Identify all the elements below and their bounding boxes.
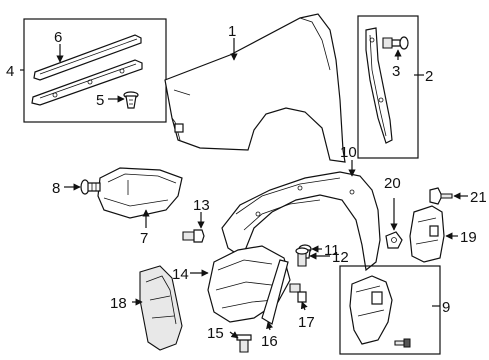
callout-21: 21 bbox=[470, 189, 487, 206]
callout-16: 16 bbox=[261, 333, 278, 350]
part-21-screw bbox=[429, 187, 453, 205]
callout-12: 12 bbox=[332, 249, 349, 266]
inset-box-support bbox=[339, 265, 441, 355]
callout-14: 14 bbox=[172, 266, 189, 283]
part-4-moulding-lower bbox=[31, 59, 143, 106]
part-6-moulding-upper bbox=[33, 34, 142, 81]
leader-lines bbox=[20, 38, 468, 339]
callout-7: 7 bbox=[140, 230, 148, 247]
callout-17: 17 bbox=[298, 314, 315, 331]
part-7-splash-shield bbox=[97, 167, 183, 219]
callout-20: 20 bbox=[384, 175, 401, 192]
part-1-fender bbox=[164, 13, 346, 163]
callout-1: 1 bbox=[228, 23, 236, 40]
callout-10: 10 bbox=[340, 144, 357, 161]
callout-8: 8 bbox=[52, 180, 60, 197]
callout-5: 5 bbox=[96, 92, 104, 109]
callout-6: 6 bbox=[54, 29, 62, 46]
part-9-bolt bbox=[394, 338, 411, 348]
part-8-clip bbox=[80, 179, 101, 195]
callout-18: 18 bbox=[110, 295, 127, 312]
part-18-mud-flap bbox=[139, 265, 183, 351]
part-9-support-bracket bbox=[349, 275, 393, 345]
callout-3: 3 bbox=[392, 63, 400, 80]
callout-19: 19 bbox=[460, 229, 477, 246]
callout-4: 4 bbox=[6, 63, 14, 80]
part-19-bracket bbox=[409, 205, 445, 263]
part-20-nut bbox=[385, 231, 403, 249]
part-17-bolt bbox=[289, 283, 307, 303]
callout-9: 9 bbox=[442, 299, 450, 316]
part-13-bolt bbox=[182, 229, 205, 243]
callout-13: 13 bbox=[193, 197, 210, 214]
inset-box-bracket bbox=[357, 15, 419, 159]
callout-15: 15 bbox=[207, 325, 224, 342]
part-5-clip bbox=[123, 91, 139, 109]
part-12-bolt bbox=[295, 247, 309, 267]
callout-2: 2 bbox=[425, 68, 433, 85]
part-15-bolt bbox=[236, 334, 252, 353]
part-3-bolt bbox=[382, 36, 409, 50]
part-2-bracket bbox=[365, 27, 393, 144]
part-10-fender-liner bbox=[221, 171, 381, 272]
callout-11: 11 bbox=[324, 242, 340, 259]
